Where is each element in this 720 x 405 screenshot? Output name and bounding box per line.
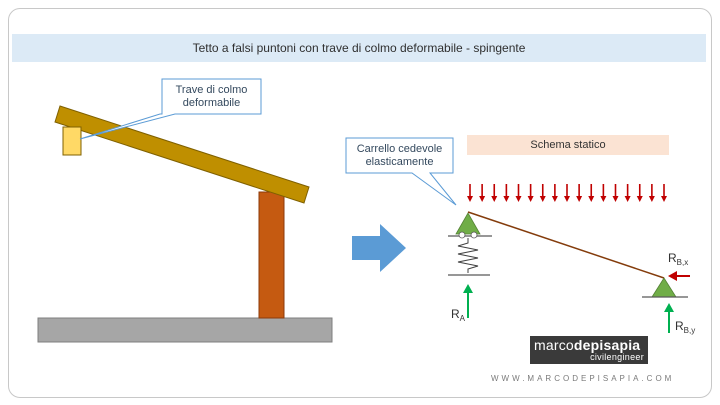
distributed-load (467, 184, 667, 202)
load-arrow-head (624, 196, 631, 202)
schema-statico-label: Schema statico (467, 135, 669, 155)
load-arrow-head (612, 196, 619, 202)
reaction-arrow-rbx (668, 271, 690, 281)
ridge-callout-line1: Trave di colmo (175, 84, 248, 96)
load-arrow-head (467, 196, 473, 202)
reaction-arrow-rby (664, 303, 674, 333)
transition-arrow (352, 224, 406, 272)
logo-tagline: civilengineer (590, 352, 644, 362)
ridge-callout-line2: deformabile (182, 97, 241, 109)
scheme-beam (467, 211, 665, 279)
spring-callout-line1: Carrello cedevole (356, 143, 443, 155)
ridge-callout-text: Trave di colmo deformabile (162, 84, 261, 110)
title-bar: Tetto a falsi puntoni con trave di colmo… (12, 34, 706, 62)
reaction-arrow-ra (463, 284, 473, 318)
logo-part2: depisapia (573, 337, 641, 353)
website-footer: WWW.MARCODEPISAPIA.COM (491, 374, 675, 383)
load-arrow-head (491, 196, 498, 202)
load-arrow-head (527, 196, 534, 202)
load-arrow-head (648, 196, 655, 202)
load-arrow-head (479, 196, 486, 202)
spring-callout-text: Carrello cedevole elasticamente (346, 143, 453, 169)
ground-slab (37, 317, 333, 343)
label-ra: RA (451, 307, 466, 323)
spring-support-a (448, 212, 492, 276)
load-arrow-head (576, 196, 583, 202)
slide-title: Tetto a falsi puntoni con trave di colmo… (192, 41, 526, 55)
load-arrow-head (503, 196, 510, 202)
logo-part1: marco (534, 337, 574, 353)
load-arrow-head (636, 196, 643, 202)
load-arrow-head (551, 196, 558, 202)
load-arrow-head (661, 196, 667, 202)
support-column (258, 191, 285, 319)
spring-callout-line2: elasticamente (365, 156, 434, 168)
load-arrow-head (600, 196, 607, 202)
logo: marcodepisapia civilengineer (530, 336, 648, 364)
load-arrow-head (564, 196, 570, 202)
load-arrow-head (515, 196, 522, 202)
label-rby: RB,y (675, 319, 695, 335)
load-arrow-head (588, 196, 595, 202)
pinned-support-b (642, 277, 688, 298)
load-arrow-head (539, 196, 546, 202)
schema-statico-text: Schema statico (530, 139, 606, 151)
label-rbx: RB,x (668, 251, 688, 267)
logo-name: marcodepisapia (534, 337, 640, 353)
rafter-beam (54, 105, 310, 204)
spring-callout (345, 137, 457, 206)
ridge-callout (79, 78, 262, 140)
ridge-beam (62, 126, 82, 156)
